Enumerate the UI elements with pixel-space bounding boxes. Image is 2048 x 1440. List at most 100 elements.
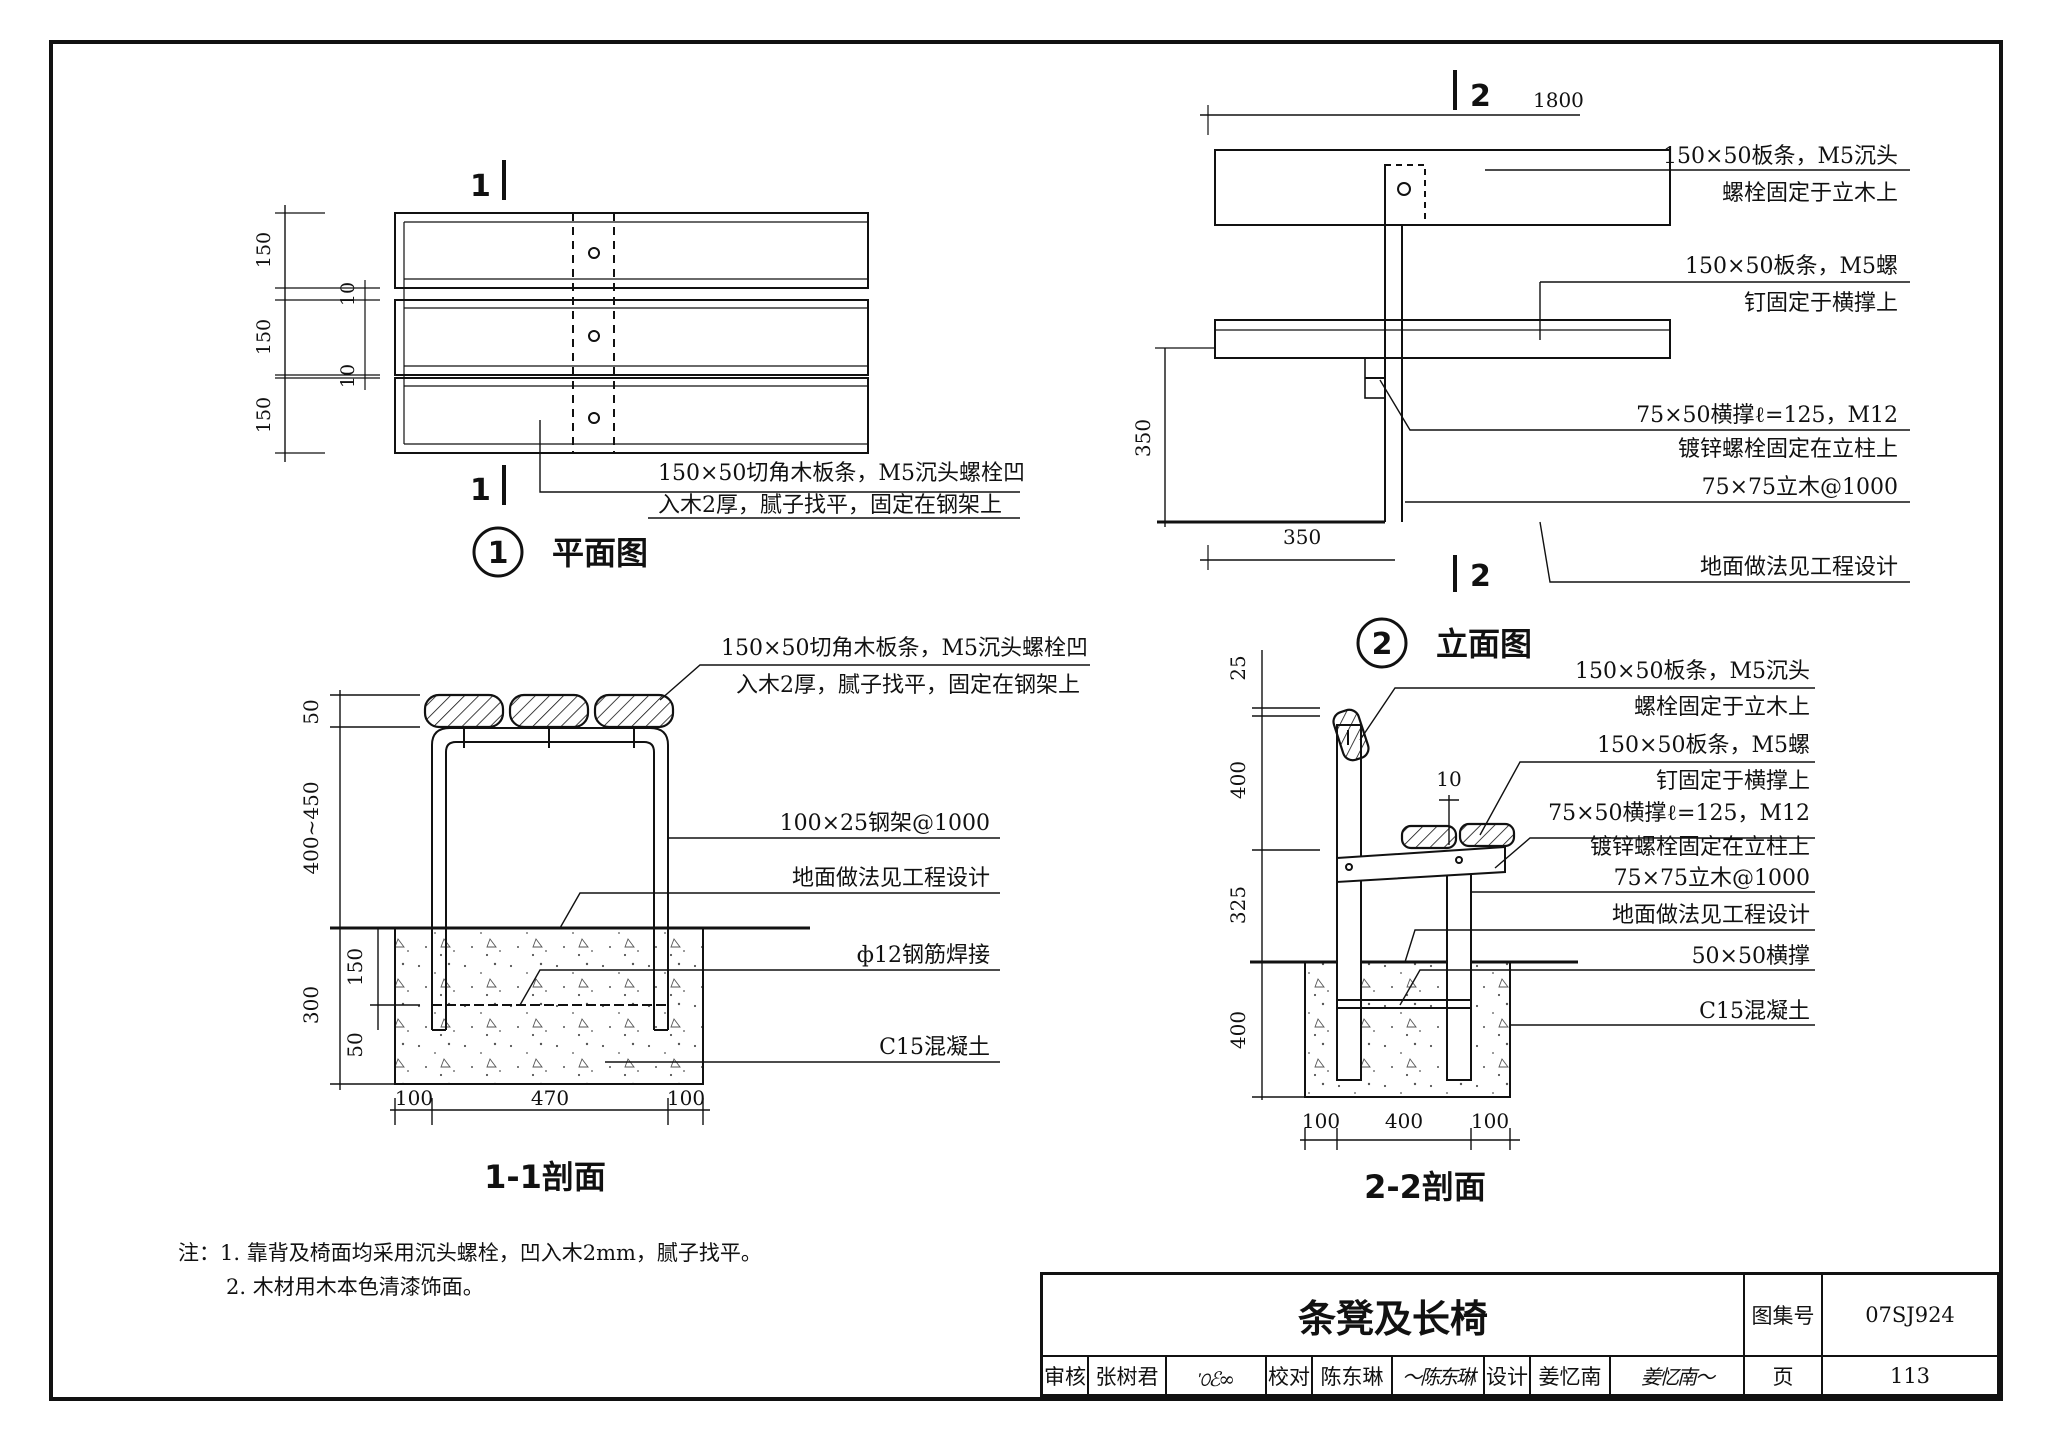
designer-signature: 姜忆南～ (1611, 1357, 1745, 1394)
s22-dim-100-left: 100 (1302, 1109, 1340, 1133)
plan-note-line1: 150×50切角木板条，M5沉头螺栓凹 (658, 461, 1025, 486)
checker-signature: ～陈东琳 (1393, 1357, 1485, 1394)
s22-dim-400-upper: 400 (1226, 761, 1250, 799)
plan-title-number: 1 (488, 536, 509, 571)
s11-seat-board-3 (593, 693, 675, 729)
elevation-view: 1800 350 350 2 2 150×50板条，M5沉头 螺栓固定于立木上 … (1131, 70, 1910, 669)
s22-note-6: 镀锌螺栓固定在立柱上 (1590, 835, 1810, 860)
s22-note-9: 50×50横撑 (1692, 944, 1810, 969)
s11-title: 1-1剖面 (484, 1158, 606, 1196)
elevation-note-3: 150×50板条，M5螺 (1685, 254, 1898, 279)
s22-cross-brace (1336, 845, 1506, 884)
elevation-dim-top: 1800 (1533, 88, 1584, 112)
atlas-number: 07SJ924 (1823, 1275, 1997, 1357)
plan-title: 平面图 (552, 534, 648, 572)
s22-dim-10: 10 (1436, 767, 1461, 791)
elevation-title-number: 2 (1372, 627, 1393, 662)
footnote-1: 注：1. 靠背及椅面均采用沉头螺栓，凹入木2mm，腻子找平。 (178, 1241, 762, 1265)
s22-dim-325: 325 (1226, 886, 1250, 924)
plan-dim-150-b: 150 (253, 319, 275, 355)
plan-board-1 (394, 212, 869, 289)
s11-dim-100-right: 100 (667, 1086, 705, 1110)
elevation-backrest-board (1214, 149, 1671, 226)
checker-name: 陈东琳 (1313, 1357, 1393, 1394)
check-label: 校对 (1267, 1357, 1313, 1394)
s11-note-3: 100×25钢架@1000 (780, 811, 990, 836)
elevation-note-1: 150×50板条，M5沉头 (1663, 144, 1898, 169)
elevation-note-5: 75×50横撑ℓ=125，M12 (1636, 403, 1898, 428)
s22-note-1: 150×50板条，M5沉头 (1575, 659, 1810, 684)
elevation-dim-height: 350 (1131, 419, 1155, 457)
elevation-note-8: 地面做法见工程设计 (1700, 555, 1898, 580)
reviewer-signature: ᡃ௦ℰ∞ (1167, 1357, 1267, 1394)
page-number: 113 (1889, 1363, 1931, 1388)
s11-note-6: C15混凝土 (879, 1035, 990, 1060)
s11-note-2: 入木2厚，腻子找平，固定在钢架上 (736, 673, 1080, 698)
s22-dim-400-lower: 400 (1226, 1011, 1250, 1049)
elevation-title: 立面图 (1436, 625, 1532, 663)
drawing-frame (49, 40, 2003, 1401)
s11-dim-470: 470 (531, 1086, 569, 1110)
s11-note-1: 150×50切角木板条，M5沉头螺栓凹 (721, 636, 1088, 661)
s22-note-8: 地面做法见工程设计 (1612, 903, 1810, 928)
plan-dim-10-b: 10 (337, 364, 359, 388)
s22-seat-board-1 (1400, 824, 1458, 850)
section-2-2: 25 400 325 400 10 100 400 100 150×50板条，M… (1226, 650, 1815, 1206)
elevation-section-mark-bottom: 2 (1470, 559, 1491, 594)
elevation-note-2: 螺栓固定于立木上 (1722, 181, 1898, 206)
footnote-2: 2. 木材用木本色清漆饰面。 (226, 1275, 484, 1299)
elevation-note-6: 镀锌螺栓固定在立柱上 (1678, 437, 1898, 462)
s22-note-2: 螺栓固定于立木上 (1634, 695, 1810, 720)
plan-dim-10-a: 10 (337, 282, 359, 306)
plan-section-mark-top: 1 (470, 169, 491, 204)
design-label: 设计 (1485, 1357, 1531, 1394)
atlas-label: 图集号 (1745, 1275, 1823, 1357)
s22-note-7: 75×75立木@1000 (1614, 866, 1810, 891)
s11-dim-400-450: 400~450 (299, 781, 323, 874)
section-1-1: 50 400~450 150 300 50 100 470 100 150×50… (299, 636, 1090, 1196)
s22-note-4: 钉固定于横撑上 (1656, 769, 1810, 794)
s22-front-post (1446, 854, 1472, 1081)
elevation-seat-board (1214, 319, 1671, 359)
s11-dim-300: 300 (299, 986, 323, 1024)
s22-back-post (1336, 724, 1362, 1081)
elevation-title-circle (1356, 617, 1408, 669)
s22-note-5: 75×50横撑ℓ=125，M12 (1548, 801, 1810, 826)
s22-note-3: 150×50板条，M5螺 (1597, 733, 1810, 758)
s22-backrest-board (1332, 708, 1370, 762)
plan-note-line2: 入木2厚，腻子找平，固定在钢架上 (658, 493, 1002, 518)
elevation-dim-bottom: 350 (1283, 525, 1321, 549)
plan-section-mark-bottom: 1 (470, 473, 491, 508)
s11-note-5: ф12钢筋焊接 (857, 943, 990, 968)
elevation-note-4: 钉固定于横撑上 (1744, 291, 1898, 316)
s22-dim-25: 25 (1226, 655, 1250, 680)
s22-title: 2-2剖面 (1364, 1168, 1486, 1206)
s22-note-10: C15混凝土 (1699, 999, 1810, 1024)
s11-note-4: 地面做法见工程设计 (792, 866, 990, 891)
s11-dim-50-bottom: 50 (343, 1032, 367, 1057)
reviewer-name: 张树君 (1089, 1357, 1167, 1394)
elevation-note-7: 75×75立木@1000 (1702, 475, 1898, 500)
s22-dim-400: 400 (1385, 1109, 1423, 1133)
s11-dim-150: 150 (343, 948, 367, 986)
elevation-section-mark-top: 2 (1470, 79, 1491, 114)
plan-view: 150 10 150 10 150 1 1 150×50切角木板条，M5沉头螺栓… (253, 160, 1025, 578)
s11-dim-100-left: 100 (395, 1086, 433, 1110)
plan-board-2 (394, 299, 869, 376)
plan-title-circle (472, 526, 524, 578)
page-label: 页 (1745, 1357, 1823, 1394)
plan-dim-150-a: 150 (253, 232, 275, 268)
s22-dim-100-right: 100 (1471, 1109, 1509, 1133)
s11-seat-board-2 (508, 693, 590, 729)
designer-name: 姜忆南 (1531, 1357, 1611, 1394)
plan-board-3 (394, 377, 869, 454)
review-label: 审核 (1043, 1357, 1089, 1394)
s22-concrete-footing (1304, 961, 1511, 1098)
s22-seat-board-2 (1458, 822, 1516, 848)
title-block: 条凳及长椅 图集号 07SJ924 审核 张树君 ᡃ௦ℰ∞ 校对 陈东琳 ～陈东… (1040, 1272, 2000, 1397)
s11-dim-50-top: 50 (299, 699, 323, 724)
plan-dim-150-c: 150 (253, 397, 275, 433)
drawing-title: 条凳及长椅 (1043, 1275, 1745, 1357)
s11-seat-board-1 (423, 693, 505, 729)
